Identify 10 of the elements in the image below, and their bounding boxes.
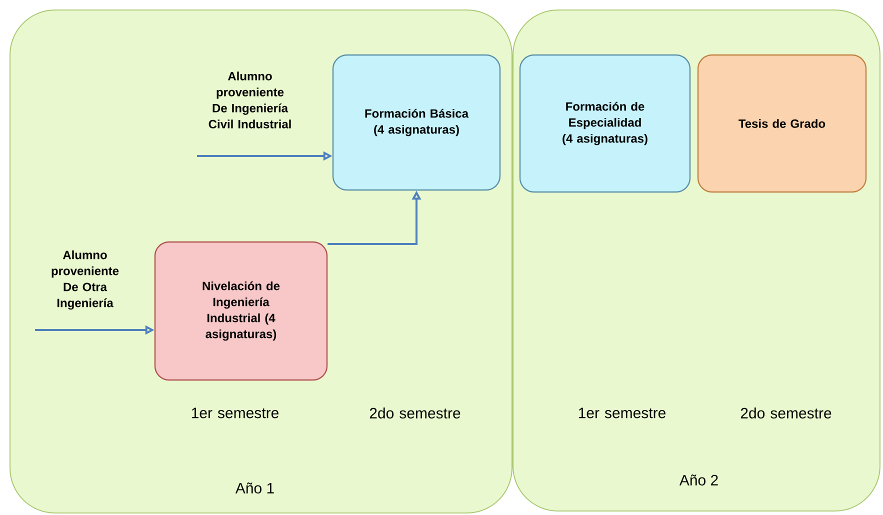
text-label: Alumno proveniente De Ingeniería Civil Industrial <box>208 72 291 128</box>
course-box: Formación de Especialidad (4 asignaturas) <box>519 54 691 193</box>
semester-label: 1er semestre <box>578 408 666 418</box>
semester-label: 2do semestre <box>370 408 460 418</box>
text-label: Alumno proveniente De Otra Ingeniería <box>52 250 119 310</box>
semester-label: 2do semestre <box>740 408 832 418</box>
course-box: Formación Básica (4 asignaturas) <box>332 54 501 191</box>
course-box: Nivelación de Ingeniería Industrial (4 asignaturas) <box>154 241 328 381</box>
course-box: Tesis de Grado <box>697 54 867 193</box>
semester-label: 1er semestre <box>192 408 278 418</box>
